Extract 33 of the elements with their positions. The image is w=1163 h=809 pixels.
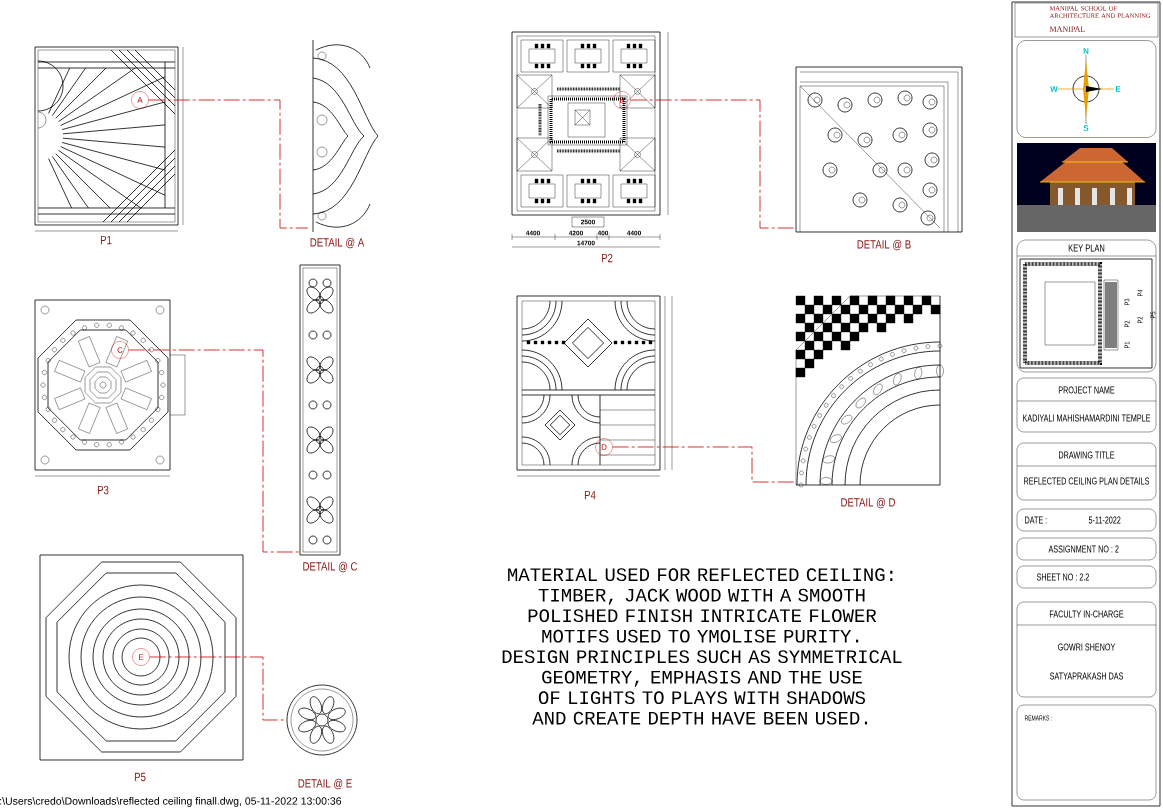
drawing-caption: P3 — [97, 485, 109, 495]
title-block-box: SHEET NO : 2.2 — [1016, 565, 1157, 589]
drawing-caption: P5 — [134, 772, 146, 782]
title-block-box: DATE : 5-11-2022 — [1016, 508, 1157, 532]
drawing-caption: DETAIL @ B — [857, 239, 911, 251]
ornament-detail-drawing — [795, 66, 963, 233]
note-paragraph: DESIGN PRINCIPLES SUCH AS SYMMETRICAL GEOMETRY, EMPHASIS AND THE USE OF LIGHTS TO PLAYS WITH SHADOWS AND CREATE DEPTH HAVE BEEN USED. — [502, 650, 902, 725]
title-block-box: PROJECT NAME KADIYALI MAHISHAMARDINI TEMPLE — [1016, 377, 1157, 433]
ceiling-plan-drawing — [516, 295, 673, 477]
leader-line — [149, 656, 287, 721]
drawing-caption: P4 — [584, 490, 596, 500]
note-paragraph: MATERIAL USED FOR REFLECTED CEILING: TIMBER, JACK WOOD WITH A SMOOTH POLISHED FINISH INTRICATE FLOWER MOTIFS USED TO YMOLISE PURITY. — [508, 568, 893, 643]
ornament-detail-drawing — [312, 39, 379, 233]
title-block-box: ASSIGNMENT NO : 2 — [1016, 537, 1157, 561]
drawing-caption: DETAIL @ C — [303, 561, 358, 573]
drawing-caption: P1 — [100, 235, 112, 245]
drawing-caption: P2 — [601, 253, 613, 263]
photograph — [1017, 143, 1156, 232]
drawing-caption: DETAIL @ A — [310, 237, 365, 249]
ceiling-plan-drawing — [34, 299, 186, 477]
compass-box: N W E S — [1016, 40, 1157, 138]
title-block-box: DRAWING TITLE REFLECTED CEILING PLAN DETAILS — [1016, 442, 1157, 501]
ornament-detail-drawing — [795, 295, 944, 488]
ornament-detail-drawing — [299, 264, 341, 556]
file-path-text: :\Users\credo\Downloads\reflected ceiling finall.dwg, 05-11-2022 13:00:36 — [0, 797, 342, 807]
rosette-detail-drawing — [286, 684, 358, 756]
leader-line — [148, 99, 309, 229]
ceiling-plan-drawing — [511, 31, 669, 248]
title-block-box: FACULTY IN-CHARGE GOWRI SHENOY SATYAPRAKASH DAS — [1016, 601, 1157, 698]
ceiling-plan-drawing — [34, 46, 184, 232]
drawing-caption: DETAIL @ D — [841, 497, 895, 509]
drawing-caption: DETAIL @ E — [298, 778, 352, 790]
ceiling-plan-drawing — [39, 554, 244, 761]
